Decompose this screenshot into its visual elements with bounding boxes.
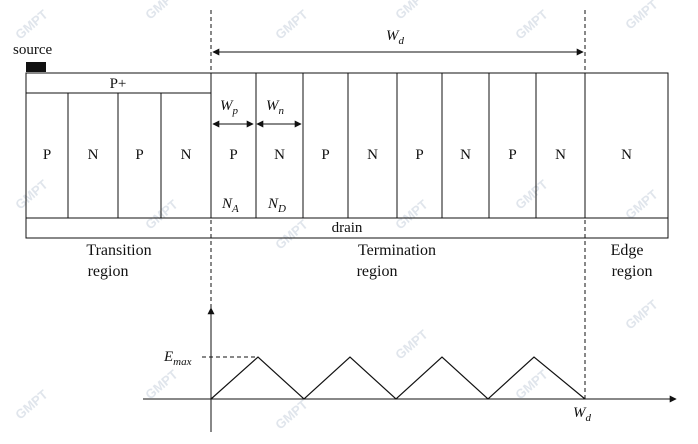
watermark-text: GMPT bbox=[512, 177, 550, 213]
watermark-text: GMPT bbox=[272, 397, 310, 433]
watermark-text: GMPT bbox=[512, 7, 550, 43]
nd-label: ND bbox=[267, 196, 286, 215]
watermark-text: GMPT bbox=[272, 7, 310, 43]
watermark-text: GMPT bbox=[142, 367, 180, 403]
pillar-label-p: P bbox=[508, 147, 516, 163]
efield-profile bbox=[210, 356, 586, 400]
watermark-text: GMPT bbox=[622, 187, 660, 223]
pillar-label-p: P bbox=[43, 147, 51, 163]
watermark-text: GMPT bbox=[622, 297, 660, 333]
source-label: source bbox=[13, 42, 52, 58]
pillar-label-p: P bbox=[229, 147, 237, 163]
source-contact bbox=[26, 62, 46, 72]
device-outline bbox=[25, 72, 669, 239]
watermark-text: GMPT bbox=[142, 0, 180, 22]
wd-axis-label: Wd bbox=[573, 405, 592, 424]
pillar-label-n: N bbox=[621, 147, 632, 163]
watermark-text: GMPT bbox=[622, 0, 660, 32]
watermark-text: GMPT bbox=[142, 197, 180, 233]
termination-region-line2: region bbox=[357, 263, 398, 280]
watermark-text: GMPT bbox=[272, 217, 310, 253]
pillar-label-n: N bbox=[181, 147, 192, 163]
wn-label: Wn bbox=[266, 98, 285, 117]
pillar-label-p: P bbox=[415, 147, 423, 163]
watermark-layer: GMPT GMPT GMPT GMPT GMPT GMPT GMPT GMPT GMPT GMPT… bbox=[12, 0, 660, 432]
watermark-text: GMPT bbox=[12, 177, 50, 213]
watermark-text: GMPT bbox=[392, 327, 430, 363]
watermark-text: GMPT bbox=[12, 387, 50, 423]
emax-label: Emax bbox=[163, 349, 192, 368]
wp-label: Wp bbox=[220, 98, 239, 117]
edge-region-line2: region bbox=[612, 263, 653, 280]
edge-region-line1: Edge bbox=[611, 242, 644, 259]
watermark-text: GMPT bbox=[392, 197, 430, 233]
pillar-label-n: N bbox=[367, 147, 378, 163]
termination-region-line1: Termination bbox=[358, 242, 436, 259]
watermark-text: GMPT bbox=[392, 0, 430, 22]
transition-region-line1: Transition bbox=[86, 242, 151, 259]
wd-top-label: Wd bbox=[386, 28, 405, 47]
pillar-label-n: N bbox=[555, 147, 566, 163]
transition-region-line2: region bbox=[88, 263, 129, 280]
pillar-label-n: N bbox=[460, 147, 471, 163]
pillar-label-n: N bbox=[88, 147, 99, 163]
drain-label: drain bbox=[332, 220, 363, 236]
pillar-label-n: N bbox=[274, 147, 285, 163]
watermark-text: GMPT bbox=[12, 7, 50, 43]
pillar-label-p: P bbox=[321, 147, 329, 163]
na-label: NA bbox=[221, 196, 239, 215]
pillar-label-p: P bbox=[135, 147, 143, 163]
p-plus-label: P+ bbox=[110, 76, 127, 92]
